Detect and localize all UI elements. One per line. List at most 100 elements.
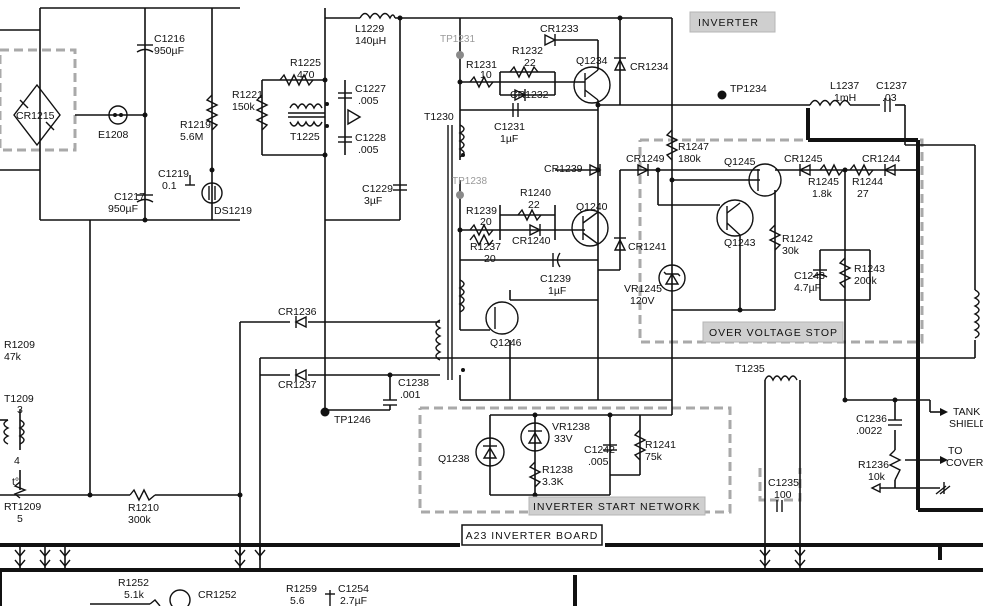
c1227-capacitor [338,92,352,99]
cr1245-diode [798,163,811,177]
r1239-resistor [469,223,494,237]
r1242-ref: R1242 [782,233,813,245]
cr1215-bridge-rectifier [13,83,61,147]
vr1245-zener [658,264,686,292]
r1225-ref: R1225 [290,57,321,69]
c1254-val: 2.7µF [340,595,367,606]
t1209-transformer [3,419,25,445]
c1237-capacitor [884,98,891,112]
r1237-val: 20 [484,253,496,265]
t1209-pin4: 4 [14,455,20,467]
r1210-val: 300k [128,514,152,526]
c1236-ref: C1236 [856,413,887,425]
bottom-partials [90,589,335,606]
tp1231-dot [456,51,464,59]
cr1234-ref: CR1234 [630,61,669,73]
e1208-ref: E1208 [98,129,129,141]
c1216-capacitor [136,44,154,53]
r1241-ref: R1241 [645,439,676,451]
c1235-val: 100 [774,489,792,501]
cr1249-ref: CR1249 [626,153,665,165]
l1237-inductor [809,99,851,107]
c1219-ref: C1219 [158,168,189,180]
c1236-val: .0022 [856,425,882,437]
r1219-ref: R1219 [180,119,211,131]
r1209-val: 47k [4,351,22,363]
r1244-resistor [849,163,874,177]
output-arrows [870,408,951,495]
r1245-val: 1.8k [812,188,833,200]
c1231-capacitor [512,103,519,117]
ds1219-neon-lamp [201,182,223,204]
c1235-capacitor [776,500,783,512]
r1231-resistor [469,75,494,89]
r1236-ref: R1236 [858,459,889,471]
c1242-ref: C1242 [584,444,615,456]
bus-connectors [14,549,806,568]
cr1252-ref: CR1252 [198,589,237,601]
q1245-transistor [748,163,782,197]
inverter-label-box [689,11,776,33]
tp1238-dot [456,191,464,199]
start-network-outline [418,406,732,514]
r1242-resistor [768,224,782,251]
tp1234-label: TP1234 [730,83,767,95]
t1230-ref: T1230 [424,111,454,123]
vr1245-val: 120V [630,295,655,307]
r1221-ref: R1221 [232,89,263,101]
cr1236-ref: CR1236 [278,306,317,318]
c1227-val: .005 [358,95,379,107]
over-voltage-label: OVER VOLTAGE STOP [709,327,838,339]
r1238-val: 3.3K [542,476,564,488]
c1254-ref: C1254 [338,583,369,595]
c1229-val: 3µF [364,195,382,207]
r1210-resistor [129,488,156,502]
c1219-capacitor [185,175,195,186]
r1237-ref: R1237 [470,241,501,253]
component-labels: C1216 950µF CR1215 E1208 R1219 5.6M C121… [4,23,907,606]
c1237-val: .03 [882,92,897,104]
q1243-ref: Q1243 [724,237,756,249]
cr1240-ref: CR1240 [512,235,551,247]
c1216-val: 950µF [154,45,184,57]
tp1246-label: TP1246 [334,414,371,426]
r1239-ref: R1239 [466,205,497,217]
r1221-val: 150k [232,101,256,113]
r1240-val: 22 [528,199,540,211]
r1231-ref: R1231 [466,59,497,71]
q1234-ref: Q1234 [576,55,608,67]
c1239-capacitor [552,252,561,268]
cr1241-ref: CR1241 [628,241,667,253]
r1237-resistor [469,233,494,247]
cr1249-diode [637,163,650,177]
c1217-ref: C1217 [114,191,145,203]
cr1241-diode [613,237,627,251]
cr1239-diode [589,163,602,177]
r1209-ref: R1209 [4,339,35,351]
r1240-resistor [517,208,542,222]
r1238-resistor [528,461,542,488]
r1232-val: 22 [524,57,536,69]
r1244-val: 27 [857,188,869,200]
c1235-ref: C1235 [768,477,799,489]
r1225-resistor [279,73,314,87]
vr1238-zener [520,422,550,452]
c1236-capacitor [888,419,902,426]
cr1244-diode [883,163,896,177]
tp1231-label: TP1231 [440,34,475,45]
rt1209-ref: RT1209 [4,501,41,513]
r1247-ref: R1247 [678,141,709,153]
t1235-ref: T1235 [735,363,765,375]
cr1240-diode [529,223,542,237]
r1241-val: 75k [645,451,663,463]
r1245-ref: R1245 [808,176,839,188]
ds1219-ref: DS1219 [214,205,252,217]
r1236-resistor [888,449,902,481]
l1229-val: 140µH [355,35,386,47]
r1252-val: 5.1k [124,589,145,601]
inverter-label: INVERTER [698,17,759,29]
c1227-ref: C1227 [355,83,386,95]
cr1237-ref: CR1237 [278,379,317,391]
e1208-spark-gap [108,105,128,125]
q1240-ref: Q1240 [576,201,608,213]
